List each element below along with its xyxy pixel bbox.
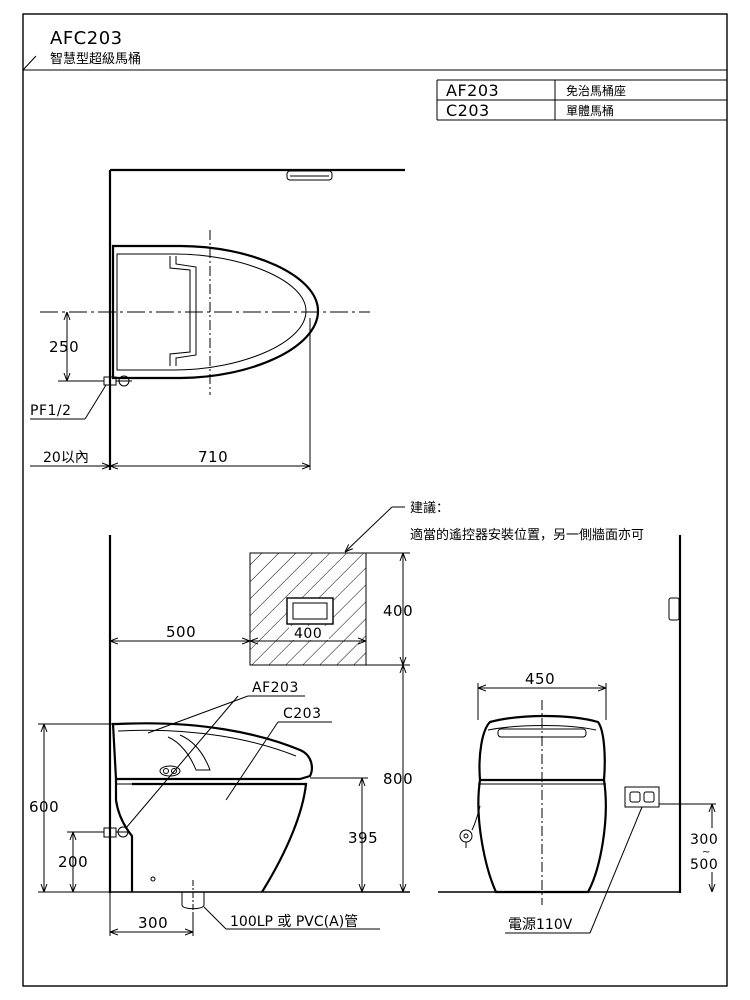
bowl-front-outline (132, 782, 308, 893)
dim-outlet-sep: ~ (702, 847, 711, 858)
part-desc-seat: 免治馬桶座 (566, 83, 626, 98)
dim-710: 710 (198, 448, 228, 466)
seat-front-outline (478, 714, 606, 782)
dim-250: 250 (49, 338, 79, 356)
dim-outlet-top: 300 (690, 832, 718, 848)
dim-395: 395 (348, 829, 378, 847)
title-block: AFC203 智慧型超級馬桶 (22, 28, 727, 71)
label-power: 電源110V (508, 917, 573, 933)
dim-800: 800 (383, 770, 413, 788)
top-view: 250 PF1/2 20以內 710 (30, 168, 405, 470)
remote-side-icon (668, 597, 680, 621)
label-bowl: C203 (283, 706, 322, 722)
seat-side-outline (111, 722, 313, 781)
toilet-top-outline (111, 244, 320, 380)
part-desc-bowl: 單體馬桶 (566, 103, 614, 118)
remote-top-view (286, 170, 333, 181)
side-view: 500 400 400 800 395 (29, 535, 413, 936)
dim-400-w: 400 (294, 626, 322, 642)
remote-control-icon (286, 597, 334, 625)
bowl-front-view-outline (477, 779, 607, 894)
label-seat: AF203 (252, 680, 299, 696)
leader-seat (147, 695, 249, 734)
pipe-label: PF1/2 (30, 403, 72, 419)
part-code-seat: AF203 (446, 81, 499, 100)
dim-450: 450 (525, 670, 555, 688)
part-code-bowl: C203 (446, 101, 490, 120)
bowl-back-outline (114, 779, 134, 892)
note-title: 建議： (410, 501, 449, 516)
model-code: AFC203 (50, 28, 123, 49)
dim-300: 300 (138, 914, 168, 932)
label-drain: 100LP 或 PVC(A)管 (230, 914, 358, 930)
dim-wall: 20以內 (43, 450, 89, 466)
model-name: 智慧型超級馬桶 (50, 51, 141, 67)
remote-note: 建議： 適當的遙控器安裝位置，另一側牆面亦可 (345, 501, 644, 552)
note-text: 適當的遙控器安裝位置，另一側牆面亦可 (410, 527, 644, 543)
dim-400-h: 400 (383, 602, 413, 620)
drawing-frame (22, 13, 728, 987)
leader-bowl (225, 721, 279, 801)
dim-600: 600 (29, 798, 59, 816)
dim-200: 200 (58, 853, 88, 871)
parts-table: AF203 免治馬桶座 C203 單體馬桶 (436, 79, 727, 121)
dim-outlet-bottom: 500 (690, 857, 718, 873)
dim-500: 500 (166, 623, 196, 641)
front-view: 450 300 ~ 500 電源110V (438, 535, 722, 934)
water-valve-front-icon (459, 829, 473, 843)
seat-armrest (167, 734, 211, 771)
